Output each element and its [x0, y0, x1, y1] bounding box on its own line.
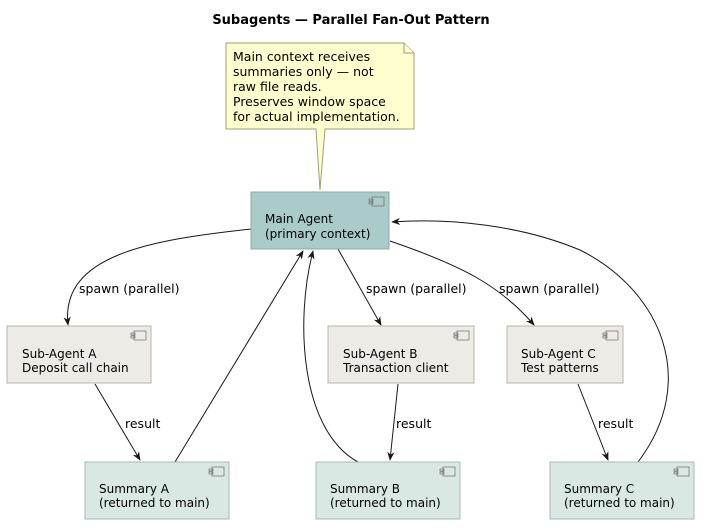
summary-a-title: Summary A — [99, 482, 170, 496]
edge-return-b — [303, 250, 359, 463]
edge-label-result-b: result — [396, 416, 431, 431]
sub-agent-a-node[interactable]: Sub-Agent A Deposit call chain — [6, 325, 152, 384]
summary-b-box — [315, 461, 461, 520]
sub-agent-c-box — [506, 325, 624, 384]
edge-label-result-c: result — [598, 416, 633, 431]
component-icon — [602, 330, 619, 341]
edge-spawn-c — [389, 240, 535, 326]
summary-c-subtitle: (returned to main) — [564, 496, 675, 510]
edge-spawn-a — [63, 228, 252, 326]
component-icon — [130, 330, 147, 341]
note-line: raw file reads. — [233, 79, 322, 94]
sub-agent-c-subtitle: Test patterns — [520, 361, 599, 375]
component-icon — [208, 466, 225, 477]
edge-result-a — [94, 383, 141, 461]
sub-agent-a-box — [6, 325, 152, 384]
summary-b-title: Summary B — [330, 482, 400, 496]
diagram-title: Subagents — Parallel Fan-Out Pattern — [212, 13, 489, 28]
sub-agent-a-subtitle: Deposit call chain — [22, 361, 129, 375]
note-shape — [225, 42, 415, 191]
edge-return-a — [174, 250, 304, 463]
summary-c-box — [549, 461, 695, 520]
edge-result-c — [577, 383, 609, 461]
sub-agent-a-title: Sub-Agent A — [22, 347, 97, 361]
summary-a-node[interactable]: Summary A (returned to main) — [84, 461, 230, 520]
edge-spawn-b — [337, 248, 382, 326]
summary-b-subtitle: (returned to main) — [330, 496, 441, 510]
sub-agent-c-title: Sub-Agent C — [521, 347, 596, 361]
edge-label-spawn-c: spawn (parallel) — [499, 281, 599, 296]
note-fold — [403, 43, 414, 54]
main-agent-subtitle: (primary context) — [265, 227, 370, 241]
component-icon — [439, 466, 456, 477]
summary-a-box — [84, 461, 230, 520]
component-icon — [368, 196, 385, 207]
edge-label-spawn-a: spawn (parallel) — [79, 281, 179, 296]
summary-a-subtitle: (returned to main) — [99, 496, 210, 510]
sub-agent-b-title: Sub-Agent B — [343, 347, 417, 361]
sub-agent-b-box — [327, 325, 475, 384]
note-line: for actual implementation. — [233, 109, 400, 124]
main-agent-title: Main Agent — [265, 212, 333, 226]
edge-result-b — [387, 383, 399, 461]
summary-c-node[interactable]: Summary C (returned to main) — [549, 461, 695, 520]
note-line: Preserves window space — [233, 94, 386, 109]
note: Main context receives summaries only — n… — [225, 42, 415, 191]
edge-label-spawn-b: spawn (parallel) — [366, 281, 466, 296]
sub-agent-b-subtitle: Transaction client — [342, 361, 449, 375]
edges — [63, 217, 669, 463]
main-agent-node[interactable]: Main Agent (primary context) — [250, 191, 390, 250]
edge-return-c — [391, 217, 669, 463]
note-line: summaries only — not — [233, 64, 374, 79]
note-line: Main context receives — [233, 49, 370, 64]
sub-agent-c-node[interactable]: Sub-Agent C Test patterns — [506, 325, 624, 384]
summary-c-title: Summary C — [564, 482, 634, 496]
main-agent-box — [250, 191, 390, 250]
summary-b-node[interactable]: Summary B (returned to main) — [315, 461, 461, 520]
edge-label-result-a: result — [125, 416, 160, 431]
component-icon — [673, 466, 690, 477]
sub-agent-b-node[interactable]: Sub-Agent B Transaction client — [327, 325, 475, 384]
component-icon — [453, 330, 470, 341]
